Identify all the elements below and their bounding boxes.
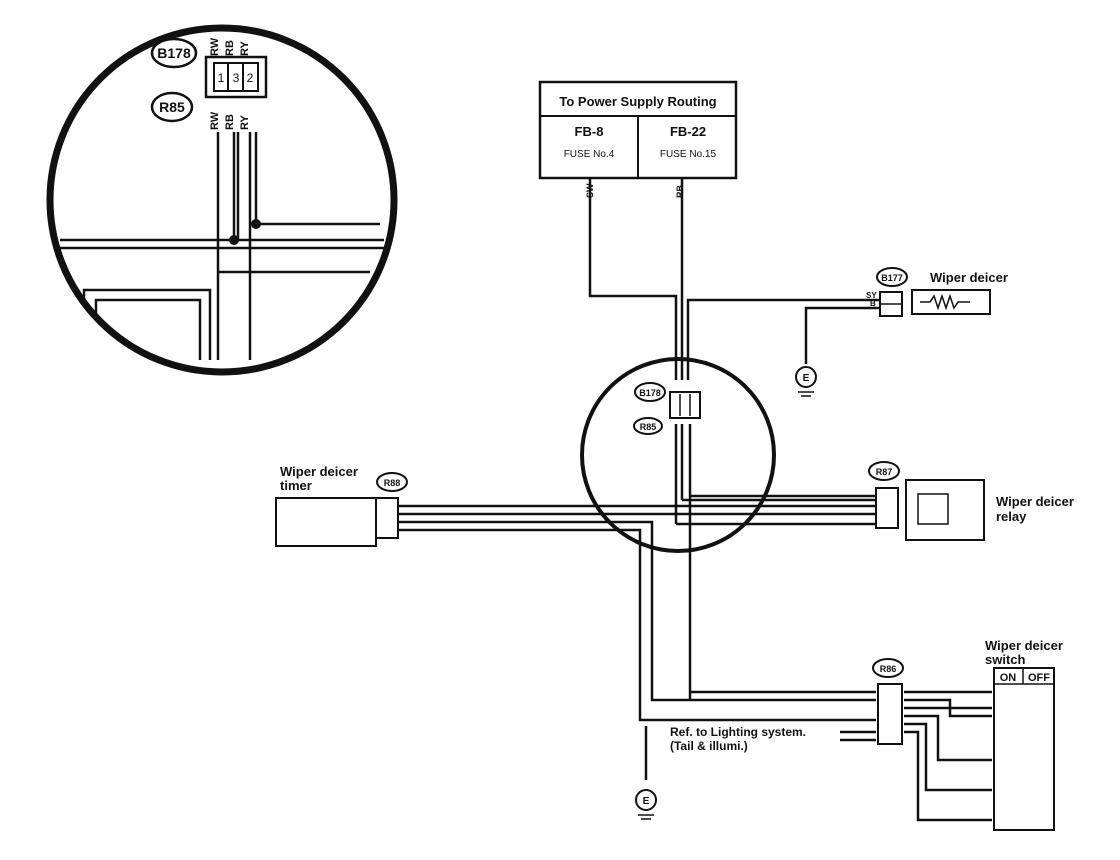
svg-text:B: B: [870, 299, 876, 308]
main-wires: [398, 178, 992, 822]
magnified-inset: B178 R85 RW RB RY 1 3 2 RW RB RY: [46, 24, 398, 376]
svg-text:switch: switch: [985, 652, 1026, 667]
fuse-no15: FUSE No.15: [660, 149, 717, 160]
lighting-reference: Ref. to Lighting system. (Tail & illumi.…: [670, 725, 806, 753]
svg-text:R88: R88: [384, 478, 401, 488]
svg-text:RY: RY: [239, 40, 251, 56]
zoom-area-circle: [580, 357, 776, 553]
svg-text:E: E: [803, 373, 810, 384]
svg-text:Wiper deicer: Wiper deicer: [280, 464, 358, 479]
svg-text:2: 2: [247, 71, 254, 85]
connector-r86: R86: [872, 658, 904, 745]
fuse-block-fb8: FB-8: [575, 124, 604, 139]
svg-text:Wiper deicer: Wiper deicer: [996, 494, 1074, 509]
inset-wire-codes-top: RW RB RY: [209, 37, 251, 56]
svg-text:RB: RB: [224, 114, 236, 130]
wiper-deicer-label: Wiper deicer: [930, 270, 1008, 285]
wiper-deicer-switch: Wiper deicer switch ON OFF: [985, 638, 1063, 831]
wiper-deicer-relay: R87 Wiper deicer relay: [868, 461, 1074, 541]
ground-symbol-top: E: [795, 366, 817, 397]
svg-text:OFF: OFF: [1028, 672, 1050, 684]
svg-text:3: 3: [233, 71, 240, 85]
svg-text:E: E: [643, 796, 650, 807]
svg-text:R85: R85: [640, 422, 657, 432]
inset-wires: [60, 132, 384, 360]
inset-connector-r85-label: R85: [150, 91, 194, 123]
inset-connector-block: 1 3 2: [204, 55, 268, 99]
inset-wire-codes-bottom: RW RB RY: [209, 111, 251, 130]
connector-b178: B178: [634, 382, 701, 419]
svg-text:R87: R87: [876, 467, 893, 477]
svg-text:1: 1: [218, 71, 225, 85]
connector-b177: B177 SY B: [866, 267, 908, 317]
svg-text:RY: RY: [239, 114, 251, 130]
svg-text:R85: R85: [159, 99, 185, 115]
inset-connector-b178-label: B178: [150, 37, 198, 69]
svg-text:timer: timer: [280, 478, 312, 493]
svg-text:RB: RB: [224, 40, 236, 56]
wiper-deicer-heater: Wiper deicer: [911, 270, 1008, 315]
svg-text:Wiper deicer: Wiper deicer: [985, 638, 1063, 653]
svg-text:B178: B178: [639, 388, 661, 398]
svg-text:RB: RB: [675, 185, 685, 198]
svg-text:R86: R86: [880, 664, 897, 674]
connector-r85: R85: [633, 417, 663, 435]
svg-text:relay: relay: [996, 509, 1027, 524]
svg-text:ON: ON: [1000, 672, 1017, 684]
power-supply-box: To Power Supply Routing FB-8 FUSE No.4 F…: [538, 80, 738, 198]
svg-text:B177: B177: [881, 273, 903, 283]
svg-text:RW: RW: [209, 37, 221, 56]
wiper-deicer-timer: Wiper deicer timer R88: [275, 464, 408, 547]
ground-symbol-bottom: E: [635, 789, 657, 820]
power-supply-title: To Power Supply Routing: [559, 94, 716, 109]
svg-text:B178: B178: [157, 45, 191, 61]
fuse-no4: FUSE No.4: [564, 149, 615, 160]
svg-text:Ref. to Lighting system.: Ref. to Lighting system.: [670, 725, 806, 739]
svg-text:RW: RW: [209, 111, 221, 130]
svg-text:(Tail & illumi.): (Tail & illumi.): [670, 739, 748, 753]
svg-text:SY: SY: [866, 291, 877, 300]
fuse-block-fb22: FB-22: [670, 124, 706, 139]
